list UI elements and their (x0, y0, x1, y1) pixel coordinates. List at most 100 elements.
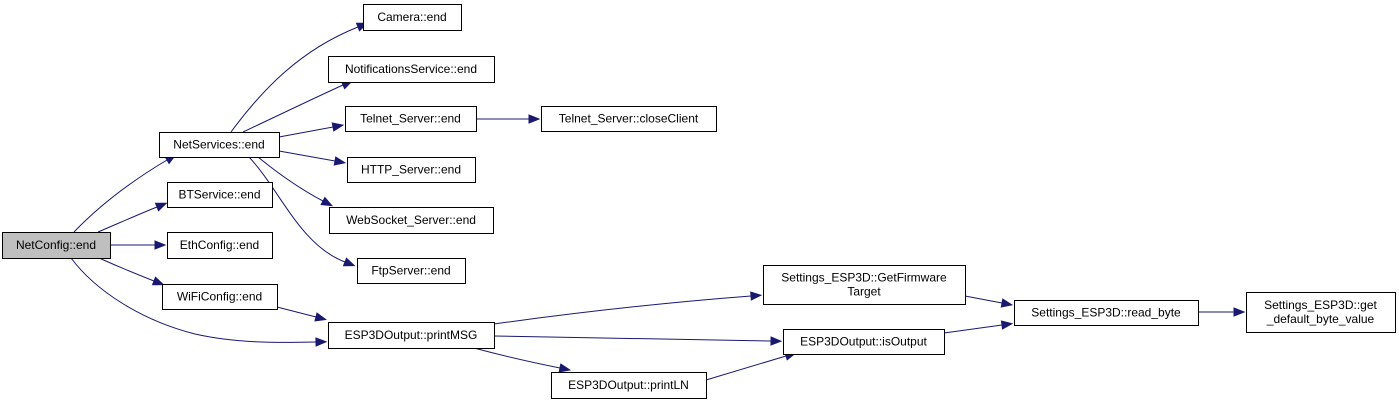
edge-line (493, 335, 772, 342)
node-netconfig-end[interactable]: NetConfig::end (2, 232, 111, 259)
edge-esp3d_printmsg-to-esp3d_isoutput (493, 335, 783, 346)
edge-line (705, 355, 787, 381)
node-label: Target (847, 285, 881, 299)
node-settings-readbyte[interactable]: Settings_ESP3D::read_byte (1014, 300, 1199, 326)
node-notifications-end[interactable]: NotificationsService::end (328, 56, 495, 83)
node-netservices-end[interactable]: NetServices::end (159, 132, 280, 158)
node-box (357, 258, 466, 284)
edge-arrowhead (528, 114, 541, 124)
edge-settings_readbyte-to-settings_getdefault (1198, 307, 1246, 317)
edge-arrowhead (1000, 320, 1014, 330)
node-label: ESP3DOutput::isOutput (800, 335, 927, 349)
edge-arrowhead (342, 257, 356, 267)
node-btservice-end[interactable]: BTService::end (167, 182, 273, 208)
node-box (551, 372, 707, 399)
edge-line (97, 206, 158, 233)
node-box (2, 232, 111, 259)
edge-esp3d_printmsg-to-settings_getfirmware (493, 291, 763, 325)
edge-arrowhead (154, 202, 168, 212)
edge-line (276, 306, 317, 318)
edge-netservices_end-to-telnet_end (278, 122, 345, 138)
edge-arrowhead (770, 336, 783, 346)
edge-netservices_end-to-websocket_end (257, 156, 334, 207)
edge-arrowhead (315, 337, 328, 347)
node-label: FtpServer::end (371, 264, 450, 278)
edge-netservices_end-to-http_end (278, 150, 347, 166)
node-wificonfig-end[interactable]: WiFiConfig::end (162, 284, 278, 310)
node-ftpserver-end[interactable]: FtpServer::end (357, 258, 466, 284)
edge-line (473, 347, 561, 369)
node-label: NetServices::end (173, 138, 264, 152)
node-label: EthConfig::end (180, 238, 259, 252)
edge-telnet_end-to-telnet_closeclient (476, 114, 541, 124)
node-box (167, 232, 273, 259)
edge-arrowhead (320, 196, 334, 207)
node-label: Settings_ESP3D::get (1264, 298, 1377, 312)
node-settings-getdefault[interactable]: Settings_ESP3D::get_default_byte_value (1246, 292, 1396, 333)
node-label: Telnet_Server::end (360, 112, 461, 126)
node-label: Camera::end (377, 10, 446, 24)
node-label: Settings_ESP3D::GetFirmware (781, 271, 947, 285)
edge-line (230, 26, 359, 133)
edge-arrowhead (558, 363, 572, 373)
node-box (328, 56, 495, 83)
node-box (1246, 292, 1396, 333)
edge-line (964, 295, 1003, 304)
nodes-layer: NetConfig::end NetServices::endBTService:… (2, 4, 1396, 399)
edge-netconfig_end-to-btservice_end (97, 202, 168, 233)
edge-netconfig_end-to-wificonfig_end (98, 257, 165, 286)
edge-arrowhead (1233, 307, 1246, 317)
edge-line (943, 324, 1003, 334)
edge-line (278, 126, 334, 138)
node-box (1014, 300, 1199, 326)
edge-esp3d_printmsg-to-esp3d_println (473, 347, 572, 373)
node-label: HTTP_Server::end (361, 163, 461, 177)
node-box (162, 284, 278, 310)
node-box (345, 106, 477, 132)
node-ethconfig-end[interactable]: EthConfig::end (167, 232, 273, 259)
edge-arrowhead (333, 156, 347, 166)
node-esp3d-println[interactable]: ESP3DOutput::printLN (551, 372, 707, 399)
node-esp3d-printmsg[interactable]: ESP3DOutput::printMSG (328, 322, 495, 349)
node-camera-end[interactable]: Camera::end (363, 4, 462, 31)
node-label: Telnet_Server::closeClient (559, 112, 699, 126)
node-label: ESP3DOutput::printMSG (345, 328, 478, 342)
edge-netconfig_end-to-esp3d_printmsg (70, 257, 328, 347)
edge-settings_getfirmware-to-settings_readbyte (964, 295, 1014, 308)
node-http-end[interactable]: HTTP_Server::end (347, 157, 476, 183)
node-label: NotificationsService::end (345, 62, 477, 76)
edge-line (70, 257, 317, 343)
node-box (363, 4, 462, 31)
edge-wificonfig_end-to-esp3d_printmsg (276, 306, 327, 322)
node-label: _default_byte_value (1266, 312, 1375, 326)
edge-arrowhead (151, 276, 165, 286)
node-label: ESP3DOutput::printLN (568, 378, 689, 392)
node-telnet-end[interactable]: Telnet_Server::end (345, 106, 477, 132)
node-label: BTService::end (178, 188, 260, 202)
edge-line (493, 295, 752, 325)
node-label: NetConfig::end (16, 238, 96, 252)
edge-line (248, 156, 346, 263)
node-box (783, 329, 945, 355)
edge-line (73, 159, 168, 233)
node-label: WebSocket_Server::end (346, 213, 476, 227)
node-box (763, 265, 966, 305)
node-box (328, 322, 495, 349)
edge-esp3d_isoutput-to-settings_readbyte (943, 320, 1014, 334)
node-box (167, 182, 273, 208)
edge-line (242, 84, 344, 133)
node-label: WiFiConfig::end (177, 290, 262, 304)
node-box (347, 157, 476, 183)
node-label: Settings_ESP3D::read_byte (1031, 306, 1181, 320)
node-websocket-end[interactable]: WebSocket_Server::end (329, 207, 494, 234)
edge-line (98, 257, 155, 282)
node-esp3d-isoutput[interactable]: ESP3DOutput::isOutput (783, 329, 945, 355)
edge-line (257, 156, 324, 202)
node-box (541, 106, 717, 132)
edge-arrowhead (154, 240, 167, 250)
node-telnet-closeclient[interactable]: Telnet_Server::closeClient (541, 106, 717, 132)
node-box (329, 207, 494, 234)
edge-arrowhead (331, 122, 345, 132)
